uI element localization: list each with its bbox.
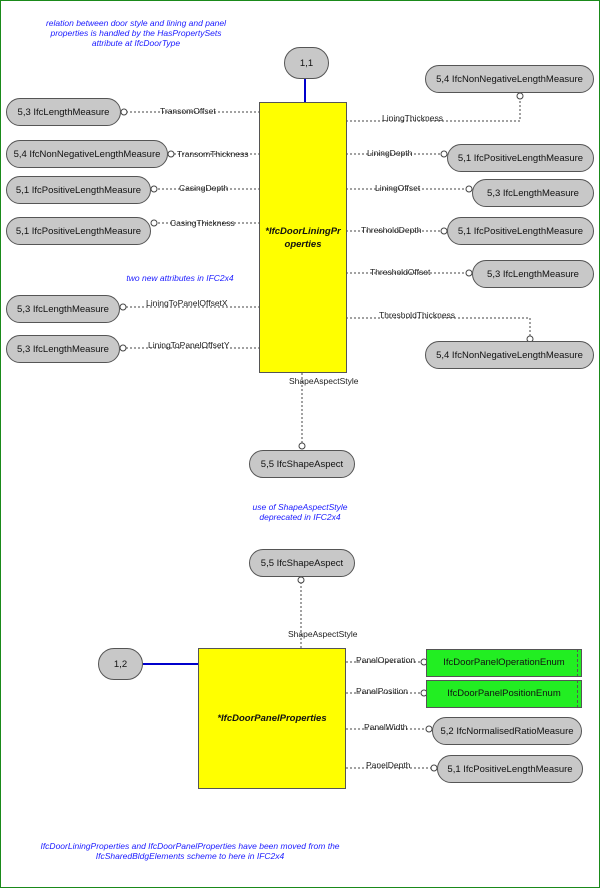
attr-label: CasingThickness bbox=[170, 218, 235, 228]
type-box[interactable]: 5,4 IfcNonNegativeLengthMeasure bbox=[425, 341, 594, 369]
type-box[interactable]: 5,1 IfcPositiveLengthMeasure bbox=[6, 217, 151, 245]
attr-label: LiningToPanelOffsetX bbox=[146, 298, 228, 308]
attr-label: LiningOffset bbox=[375, 183, 421, 193]
attr-label: TransomOffset bbox=[160, 106, 216, 116]
end-circle bbox=[119, 303, 127, 311]
end-circle bbox=[150, 185, 158, 193]
end-circle bbox=[297, 576, 305, 584]
edge-lining-thickness bbox=[346, 99, 521, 122]
type-box[interactable]: 5,1 IfcPositiveLengthMeasure bbox=[447, 144, 594, 172]
attr-label: PanelDepth bbox=[366, 760, 411, 770]
page-ref-bottom[interactable]: 1,2 bbox=[98, 648, 143, 680]
type-box[interactable]: 5,3 IfcLengthMeasure bbox=[6, 295, 120, 323]
type-box[interactable]: 5,4 IfcNonNegativeLengthMeasure bbox=[425, 65, 594, 93]
entity-door-lining-properties[interactable]: *IfcDoorLiningProperties bbox=[259, 102, 347, 373]
end-circle bbox=[120, 108, 128, 116]
edge-threshold-thickness bbox=[346, 317, 531, 336]
note-shape-aspect-deprecated: use of ShapeAspectStyle deprecated in IF… bbox=[252, 502, 348, 522]
end-circle bbox=[119, 344, 127, 352]
type-box[interactable]: 5,1 IfcPositiveLengthMeasure bbox=[6, 176, 151, 204]
attr-label: ShapeAspectStyle bbox=[289, 376, 359, 386]
attr-label: PanelWidth bbox=[364, 722, 408, 732]
type-box[interactable]: 5,5 IfcShapeAspect bbox=[249, 549, 355, 577]
end-circle bbox=[167, 150, 175, 158]
attr-label: PanelPosition bbox=[356, 686, 408, 696]
type-box[interactable]: 5,5 IfcShapeAspect bbox=[249, 450, 355, 478]
entity-door-lining-properties-label: *IfcDoorLiningProperties bbox=[265, 225, 341, 250]
type-box[interactable]: 5,4 IfcNonNegativeLengthMeasure bbox=[6, 140, 168, 168]
type-box[interactable]: 5,3 IfcLengthMeasure bbox=[472, 179, 594, 207]
entity-door-panel-properties-label: *IfcDoorPanelProperties bbox=[217, 713, 327, 724]
entity-door-panel-properties[interactable]: *IfcDoorPanelProperties bbox=[198, 648, 346, 789]
type-box[interactable]: 5,1 IfcPositiveLengthMeasure bbox=[447, 217, 594, 245]
type-box[interactable]: 5,1 IfcPositiveLengthMeasure bbox=[437, 755, 583, 783]
note-door-style: relation between door style and lining a… bbox=[45, 18, 227, 48]
attr-label: LiningToPanelOffsetY bbox=[148, 340, 230, 350]
end-circle bbox=[516, 92, 524, 100]
attr-label: ThresholdDepth bbox=[361, 225, 422, 235]
note-moved: IfcDoorLiningProperties and IfcDoorPanel… bbox=[40, 841, 340, 861]
attr-label: ShapeAspectStyle bbox=[288, 629, 358, 639]
attr-label: ThresholdOffset bbox=[370, 267, 431, 277]
attr-label: LiningThickness bbox=[382, 113, 443, 123]
enum-box[interactable]: IfcDoorPanelPositionEnum bbox=[426, 680, 582, 708]
attr-label: PanelOperation bbox=[356, 655, 416, 665]
type-box[interactable]: 5,2 IfcNormalisedRatioMeasure bbox=[432, 717, 582, 745]
enum-box[interactable]: IfcDoorPanelOperationEnum bbox=[426, 649, 582, 677]
note-new-attributes: two new attributes in IFC2x4 bbox=[126, 273, 234, 283]
end-circle bbox=[298, 442, 306, 450]
end-circle bbox=[150, 219, 158, 227]
attr-label: CasingDepth bbox=[179, 183, 229, 193]
page-ref-top[interactable]: 1,1 bbox=[284, 47, 329, 79]
type-box[interactable]: 5,3 IfcLengthMeasure bbox=[6, 335, 120, 363]
attr-label: ThresholdThickness bbox=[379, 310, 456, 320]
type-box[interactable]: 5,3 IfcLengthMeasure bbox=[6, 98, 121, 126]
attr-label: LiningDepth bbox=[367, 148, 413, 158]
type-box[interactable]: 5,3 IfcLengthMeasure bbox=[472, 260, 594, 288]
attr-label: TransomThickness bbox=[177, 149, 249, 159]
